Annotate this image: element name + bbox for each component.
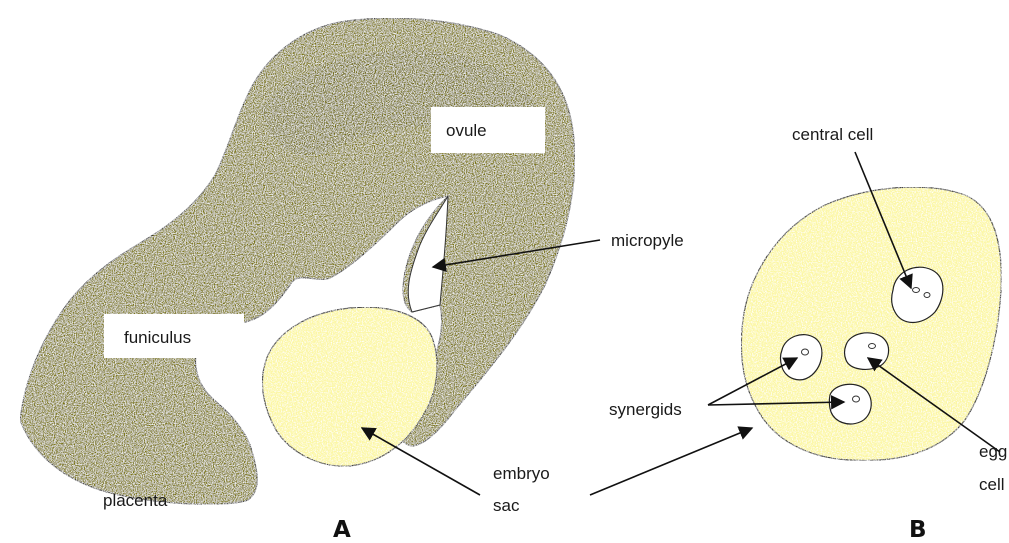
synergids-label: synergids (609, 400, 682, 419)
central-cell-nucleus-1 (913, 288, 920, 293)
egg-cell-label-line2: cell (979, 475, 1005, 494)
egg-cell-label-line1: egg (979, 442, 1007, 461)
synergid-1-nucleus (802, 349, 809, 355)
synergid-2-nucleus (853, 396, 860, 402)
funiculus-label: funiculus (124, 328, 191, 347)
egg-cell-nucleus (869, 344, 876, 349)
embryo-sac-label-line2: sac (493, 496, 520, 515)
synergid-2 (829, 384, 871, 424)
panel-a-label: A (333, 517, 351, 543)
central-cell-label: central cell (792, 125, 873, 144)
panel-b-label: B (909, 517, 927, 543)
embryo-sac-b-arrow (590, 428, 752, 495)
egg-cell (845, 333, 889, 370)
embryo-sac-label-line1: embryo (493, 464, 550, 483)
ovule-label: ovule (446, 121, 487, 140)
embryo-sac-b (741, 187, 1001, 460)
micropyle-label: micropyle (611, 231, 684, 250)
placenta-label: placenta (103, 491, 168, 510)
central-cell-nucleus-2 (924, 293, 930, 298)
